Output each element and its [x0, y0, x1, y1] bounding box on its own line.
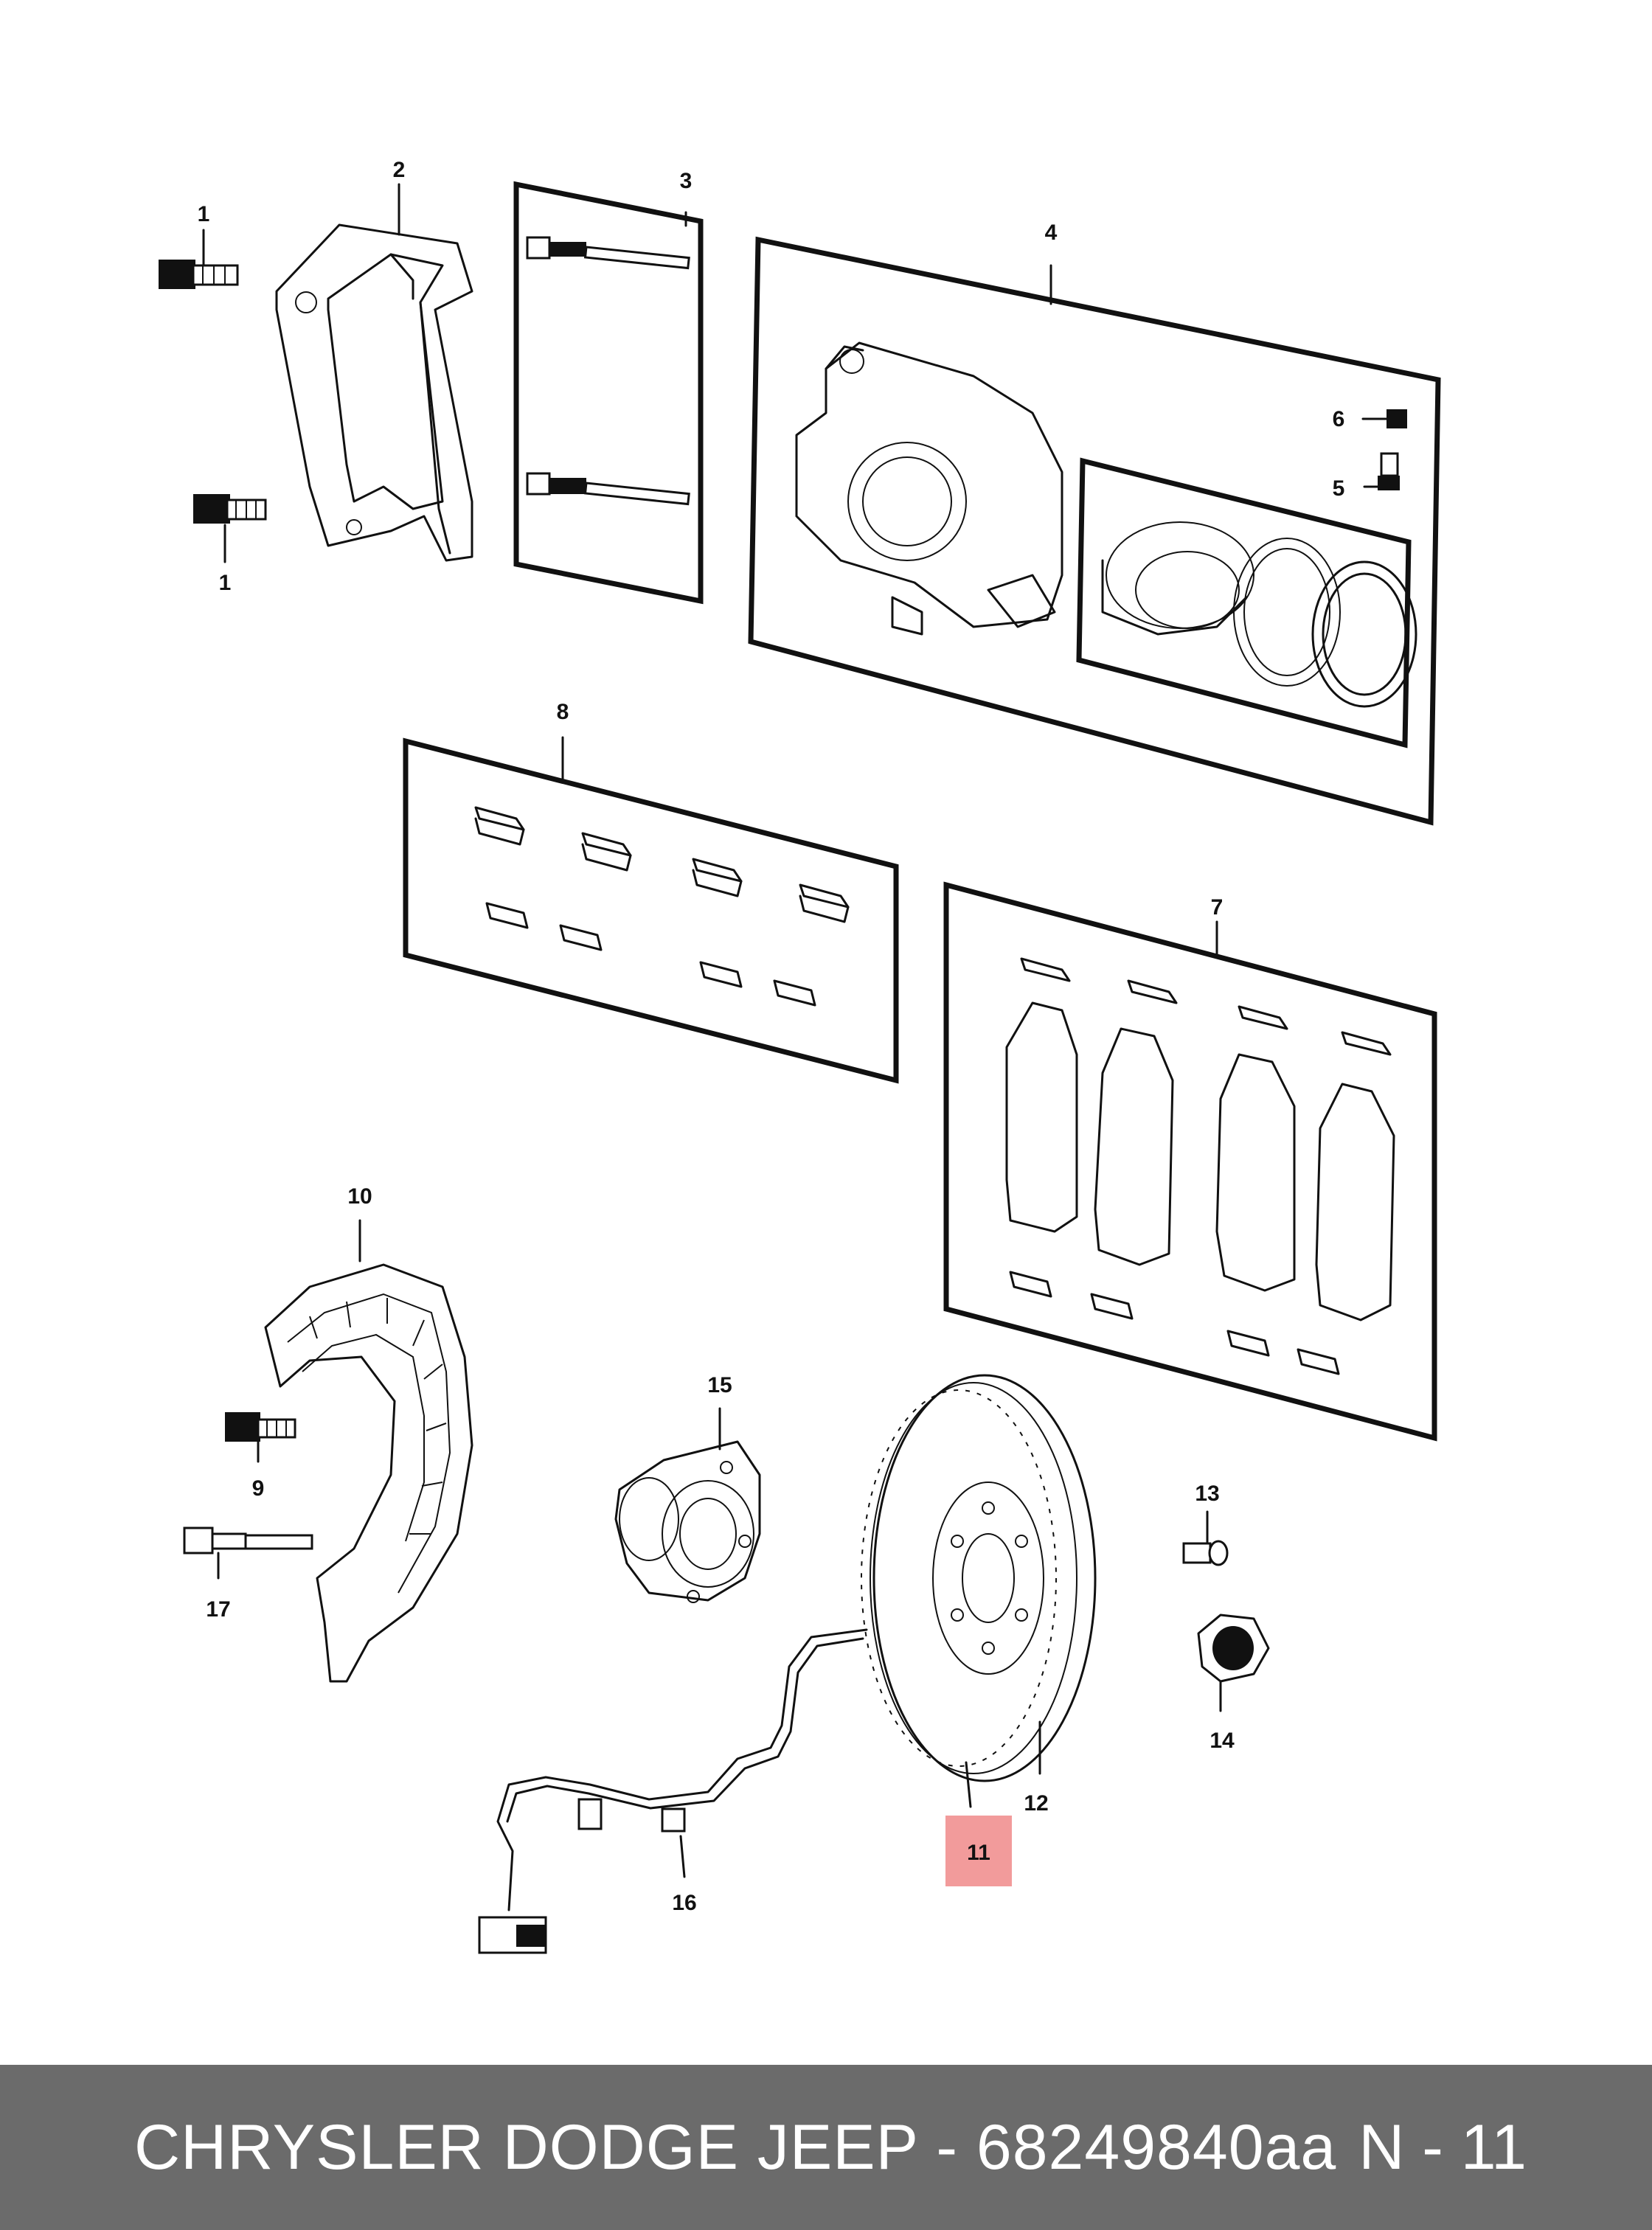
footer-title: CHRYSLER DODGE JEEP - 68249840aa	[134, 2112, 1337, 2183]
footer-page-label: N - 11	[1358, 2112, 1527, 2183]
callout-14: 14	[1210, 1729, 1235, 1753]
bolt-part-9	[225, 1412, 296, 1463]
callout-7: 7	[1211, 895, 1224, 920]
callout-1-upper: 1	[198, 202, 210, 226]
guide-pin-upper	[526, 236, 690, 270]
piston	[1101, 521, 1254, 636]
bolt-part-1-lower	[193, 494, 267, 563]
bolt-part-17	[183, 1526, 313, 1580]
guide-pins-kit-part-3	[513, 181, 704, 605]
callout-4: 4	[1045, 220, 1058, 245]
callout-11: 11	[967, 1841, 990, 1865]
callout-6: 6	[1333, 407, 1345, 431]
brake-pads-kit-part-7	[943, 881, 1437, 1442]
dust-boot	[1311, 560, 1417, 708]
brake-parts-diagram: 1 1 2 3	[159, 158, 1441, 1954]
bleeder-screw-part-5	[1363, 452, 1400, 490]
callout-15: 15	[707, 1373, 732, 1397]
callout-8: 8	[557, 700, 569, 724]
footer-bar: CHRYSLER DODGE JEEP - 68249840aa N - 11	[0, 2065, 1652, 2230]
splash-shield-part-10	[264, 1219, 473, 1683]
callout-17: 17	[206, 1597, 230, 1622]
callout-10: 10	[347, 1184, 372, 1209]
callout-1-lower: 1	[219, 571, 232, 595]
bolt-part-1-upper	[159, 229, 239, 289]
callout-9: 9	[252, 1476, 265, 1501]
pin-part-13	[1182, 1510, 1229, 1566]
highlight-box-part-11	[945, 1816, 1012, 1886]
callout-5: 5	[1333, 476, 1345, 501]
clips-kit-part-8	[403, 736, 899, 1084]
callout-12: 12	[1024, 1791, 1048, 1816]
callout-3: 3	[680, 169, 693, 193]
callout-16: 16	[672, 1891, 696, 1915]
piston-seal	[1233, 538, 1341, 687]
hub-bearing-part-15	[614, 1407, 761, 1603]
caliper-bracket-part-2	[275, 223, 473, 562]
callout-11-label: 11	[967, 1841, 990, 1865]
guide-pin-lower	[526, 472, 690, 506]
bleeder-cap-part-6	[1361, 409, 1407, 428]
brake-rotor-part-11-12	[861, 1374, 1097, 1808]
caliper-assembly-part-4	[748, 236, 1441, 826]
callout-2: 2	[393, 158, 406, 182]
nut-part-14	[1197, 1614, 1270, 1712]
callout-13: 13	[1195, 1482, 1219, 1506]
wheel-speed-sensor-part-16	[478, 1628, 868, 1954]
